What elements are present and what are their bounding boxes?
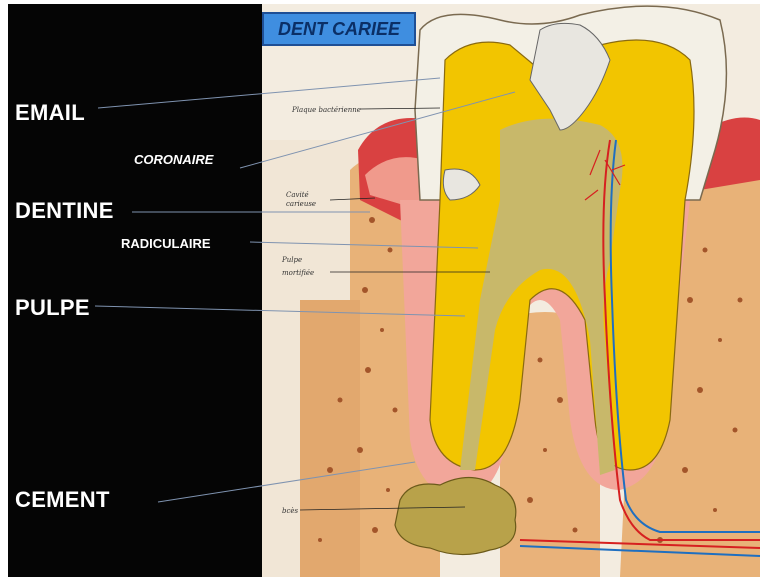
- annotation-abces: bcès: [282, 507, 299, 515]
- label-email: EMAIL: [15, 100, 85, 126]
- abscess: [395, 478, 516, 555]
- annotation-cavite-1: Cavité: [286, 191, 309, 199]
- tooth-drawing: Plaque bactérienne Cavité carieuse Pulpe…: [262, 4, 760, 577]
- label-dentine: DENTINE: [15, 198, 114, 224]
- label-coronaire: CORONAIRE: [134, 152, 213, 167]
- label-pulpe: PULPE: [15, 295, 90, 321]
- label-cement: CEMENT: [15, 487, 110, 513]
- tooth-illustration: Plaque bactérienne Cavité carieuse Pulpe…: [262, 4, 760, 577]
- annotation-cavite-2: carieuse: [286, 200, 316, 208]
- diagram-title: DENT CARIEE: [262, 12, 416, 46]
- annotation-pulpe-2: mortifiée: [282, 269, 314, 277]
- annotation-pulpe-1: Pulpe: [281, 256, 302, 264]
- label-radiculaire: RADICULAIRE: [121, 236, 211, 251]
- annotation-plaque: Plaque bactérienne: [291, 106, 361, 114]
